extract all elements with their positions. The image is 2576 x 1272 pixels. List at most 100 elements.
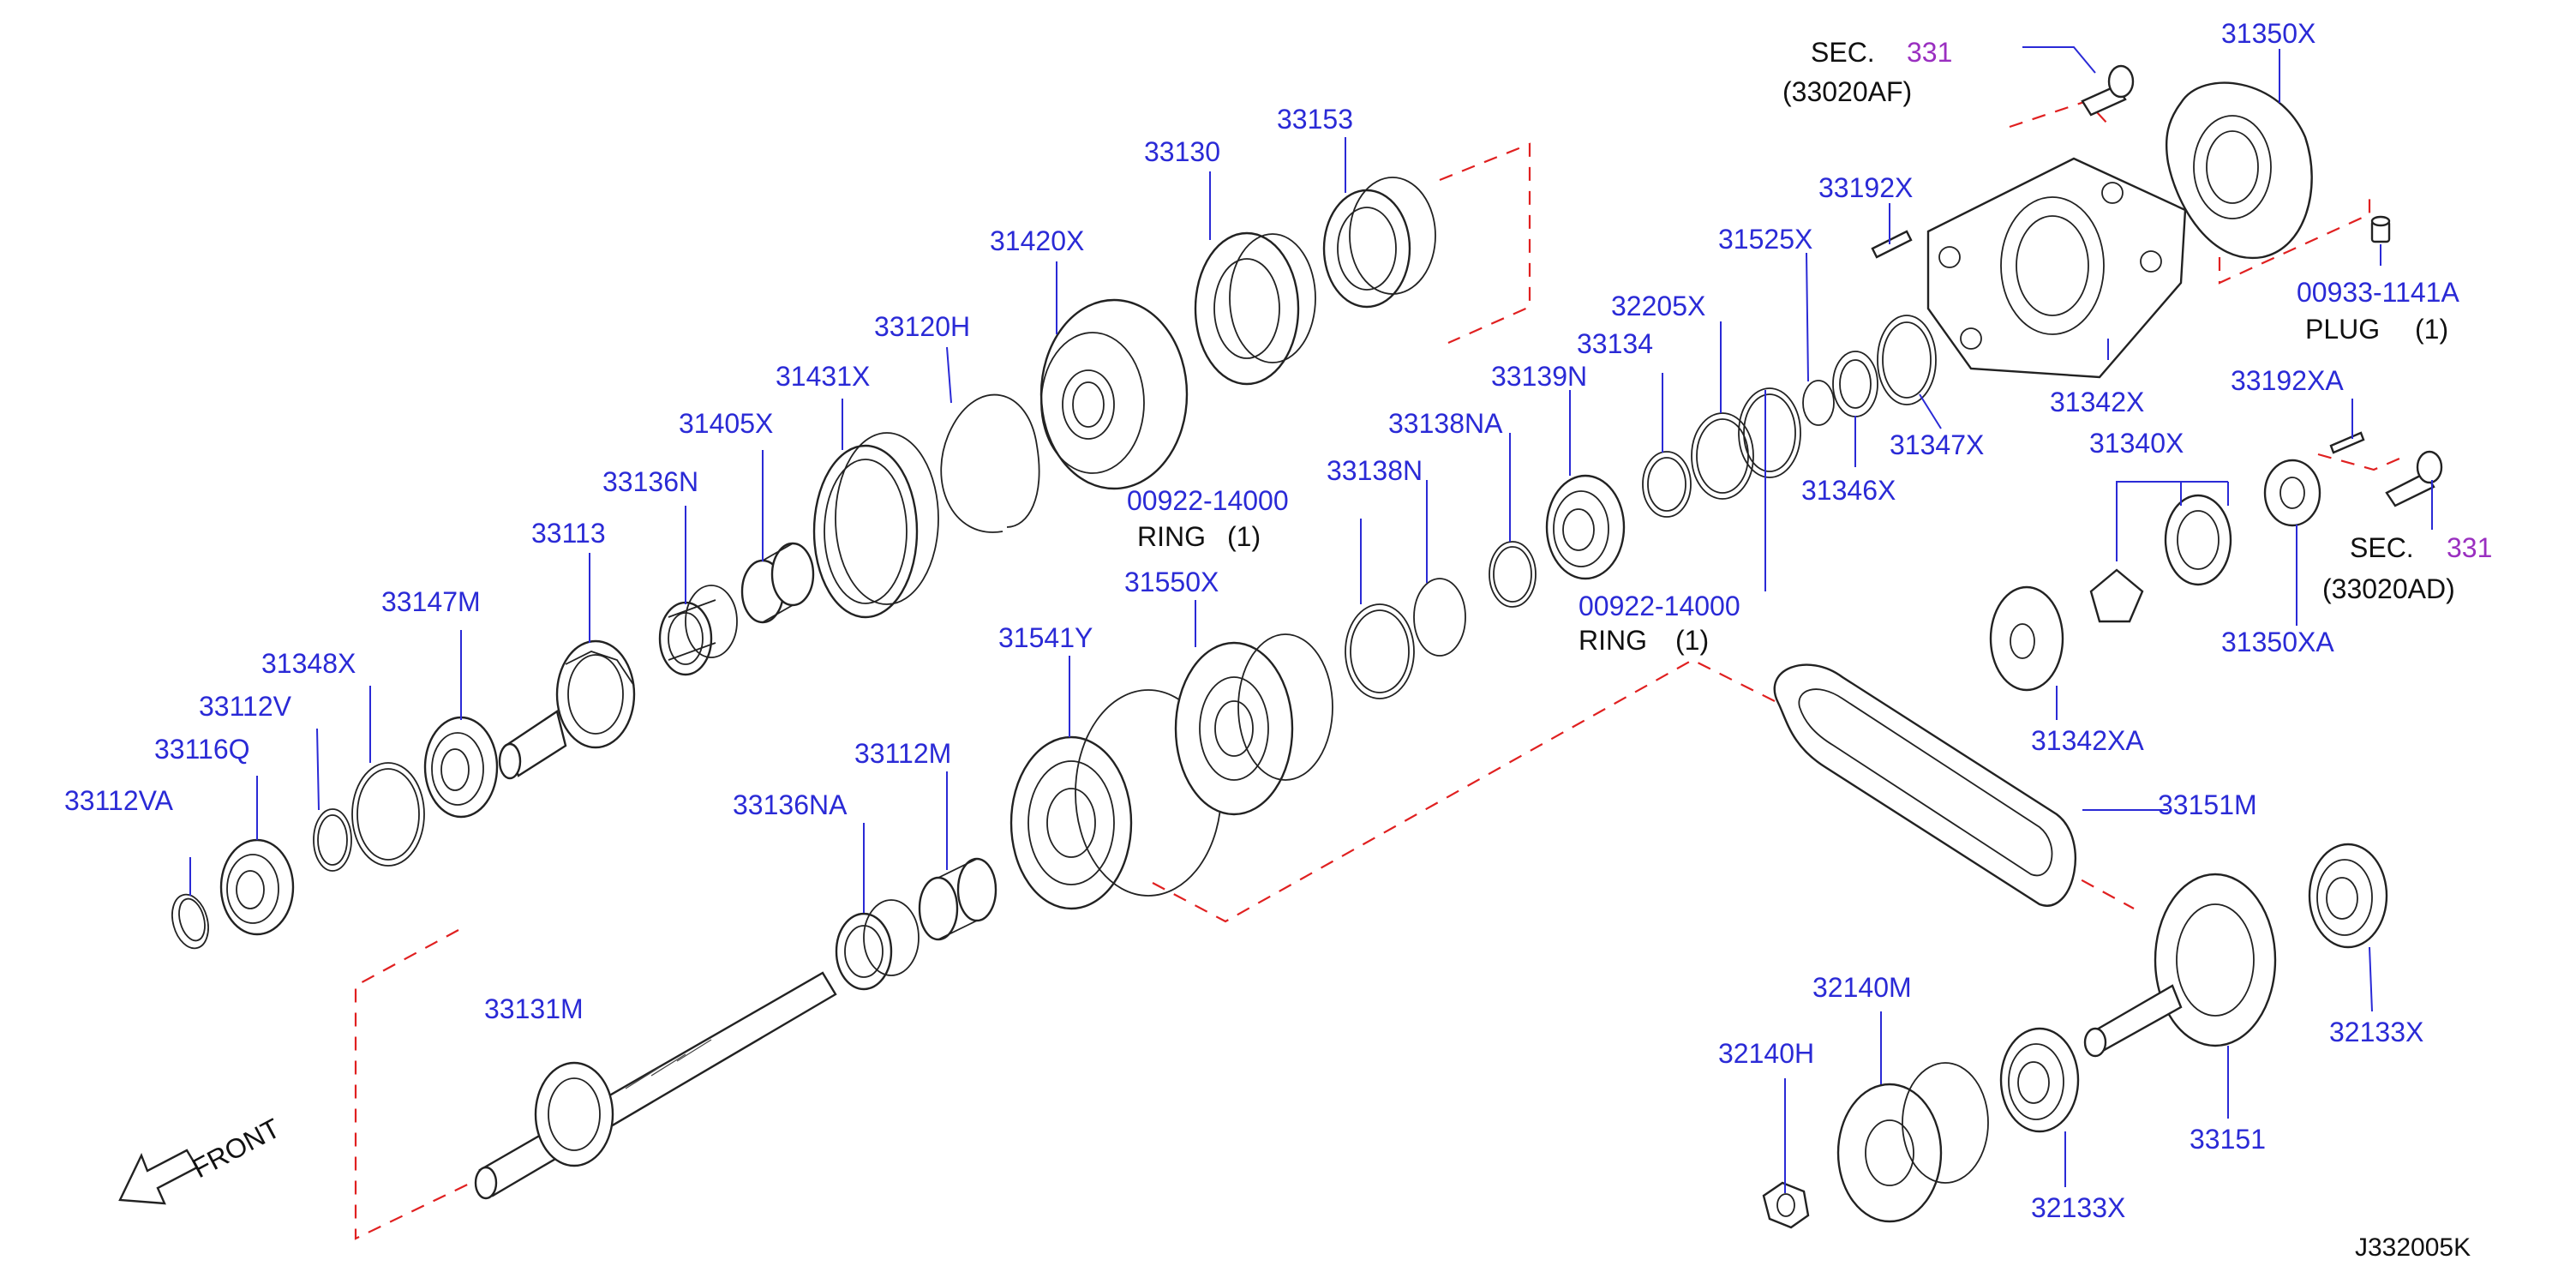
callout-31350X[interactable]: 31350X xyxy=(2221,18,2315,49)
sprocket-33151 xyxy=(2083,873,2277,1058)
section-number[interactable]: 331 xyxy=(2447,532,2492,563)
bearing-31347X xyxy=(1877,315,1937,405)
sleeve-33112M xyxy=(918,857,997,941)
callout-33138NA[interactable]: 33138NA xyxy=(1388,408,1503,439)
drum-31541Y xyxy=(1009,689,1222,910)
callout-33112M[interactable]: 33112M xyxy=(854,738,951,769)
callout-32133X-upper[interactable]: 32133X xyxy=(2329,1017,2423,1047)
bearing-32133X-upper xyxy=(2308,843,2388,949)
rotor-31340X-inner xyxy=(2089,568,2144,623)
ring-00922-14000 xyxy=(1738,387,1801,478)
plug-00933-1141A xyxy=(2370,215,2391,243)
section-code: (33020AF) xyxy=(1782,76,1912,107)
cover-31350X xyxy=(2165,81,2313,260)
callout-31525X[interactable]: 31525X xyxy=(1718,224,1812,255)
bearing-33139N xyxy=(1545,474,1626,580)
callout-31346X[interactable]: 31346X xyxy=(1801,475,1896,506)
note-ring-a: RING xyxy=(1137,521,1206,552)
snap-ring-33112VA xyxy=(171,893,209,950)
callout-00922-14000-a[interactable]: 00922-14000 xyxy=(1127,485,1289,516)
callout-00922-14000-b[interactable]: 00922-14000 xyxy=(1579,591,1740,621)
note-plug: PLUG xyxy=(2305,314,2380,345)
callout-31420X[interactable]: 31420X xyxy=(990,225,1084,256)
callout-33139N[interactable]: 33139N xyxy=(1491,361,1587,392)
callout-33136N[interactable]: 33136N xyxy=(602,466,698,497)
shaft-33113 xyxy=(498,639,636,780)
note-ring-b-qty: (1) xyxy=(1675,625,1709,656)
callout-33131M[interactable]: 33131M xyxy=(484,993,584,1024)
bearing-31346X xyxy=(1832,351,1878,417)
section-prefix: SEC. xyxy=(2350,532,2414,563)
chain-33151M xyxy=(1773,663,2076,907)
ring-31525X xyxy=(1802,380,1835,426)
rotor-31340X-outer xyxy=(2164,494,2232,586)
snap-ring-33138N xyxy=(1413,578,1466,657)
section-number[interactable]: 331 xyxy=(1907,37,1952,68)
drawing-number: J332005K xyxy=(2355,1233,2471,1262)
callout-00933-1141A[interactable]: 00933-1141A xyxy=(2297,277,2459,308)
callout-33116Q[interactable]: 33116Q xyxy=(154,734,250,765)
sleeve-33153 xyxy=(1322,177,1436,309)
callout-33147M[interactable]: 33147M xyxy=(381,586,481,617)
callout-33112VA[interactable]: 33112VA xyxy=(64,785,174,816)
front-arrow-icon xyxy=(118,1149,199,1205)
callout-32205X[interactable]: 32205X xyxy=(1611,291,1705,321)
ring-33138NA xyxy=(1489,541,1537,608)
ring-33134 xyxy=(1642,451,1692,518)
callout-32140H[interactable]: 32140H xyxy=(1718,1038,1814,1069)
bearing-33116Q xyxy=(219,838,295,936)
part-callouts: 33112VA 33116Q 33112V 31348X 33147M 3311… xyxy=(64,18,2459,1223)
callout-33120H[interactable]: 33120H xyxy=(874,311,970,342)
section-reference-lower[interactable]: SEC. 331 (33020AD) xyxy=(2322,532,2492,604)
callout-31340X[interactable]: 31340X xyxy=(2089,428,2184,459)
callout-33151M[interactable]: 33151M xyxy=(2158,789,2257,820)
note-ring-a-qty: (1) xyxy=(1227,521,1261,552)
needle-bearing-33136NA xyxy=(835,899,920,991)
drum-31550X xyxy=(1174,633,1333,816)
callout-33134[interactable]: 33134 xyxy=(1577,328,1653,359)
callout-31541Y[interactable]: 31541Y xyxy=(998,622,1093,653)
needle-bearing-33136N xyxy=(658,585,738,676)
note-ring-b: RING xyxy=(1579,625,1647,656)
callout-33138N[interactable]: 33138N xyxy=(1327,455,1423,486)
pin-33192X xyxy=(1871,230,1913,259)
callout-31350XA[interactable]: 31350XA xyxy=(2221,627,2334,657)
callout-33130[interactable]: 33130 xyxy=(1144,136,1220,167)
pin-33192XA xyxy=(2329,431,2365,454)
hub-31420X xyxy=(1039,298,1189,490)
ring-31348X xyxy=(351,762,425,867)
callout-32133X-lower[interactable]: 32133X xyxy=(2031,1192,2125,1223)
plate-31342XA xyxy=(1989,585,2064,692)
callout-33112V[interactable]: 33112V xyxy=(199,691,292,722)
callout-31431X[interactable]: 31431X xyxy=(776,361,870,392)
section-prefix: SEC. xyxy=(1811,37,1875,68)
part-notes: RING (1) RING (1) PLUG (1) xyxy=(1137,314,2448,656)
section-reference-upper[interactable]: SEC. 331 (33020AF) xyxy=(1782,37,1952,107)
ring-33138N xyxy=(1345,603,1415,699)
callout-33192XA[interactable]: 33192XA xyxy=(2231,365,2344,396)
sprocket-33130 xyxy=(1194,231,1316,386)
callout-32140M[interactable]: 32140M xyxy=(1812,972,1912,1003)
callout-31342XA[interactable]: 31342XA xyxy=(2031,725,2144,756)
ring-33112V xyxy=(313,808,352,872)
callout-31347X[interactable]: 31347X xyxy=(1890,429,1984,460)
sleeve-31405X xyxy=(740,542,815,624)
snap-ring-33120H xyxy=(940,393,1040,533)
callout-33136NA[interactable]: 33136NA xyxy=(733,789,848,820)
section-code: (33020AD) xyxy=(2322,573,2455,604)
callout-33192X[interactable]: 33192X xyxy=(1818,172,1913,203)
bearing-33147M xyxy=(423,716,499,819)
callout-31348X[interactable]: 31348X xyxy=(261,648,356,679)
note-plug-qty: (1) xyxy=(2415,314,2448,345)
shaft-33131M xyxy=(474,971,837,1200)
cover-31350XA xyxy=(2263,459,2321,527)
callout-31405X[interactable]: 31405X xyxy=(679,408,773,439)
callout-33113[interactable]: 33113 xyxy=(531,518,606,549)
callout-31550X[interactable]: 31550X xyxy=(1124,567,1219,597)
callout-33153[interactable]: 33153 xyxy=(1277,104,1353,135)
callout-31342X[interactable]: 31342X xyxy=(2050,387,2144,417)
callout-33151[interactable]: 33151 xyxy=(2190,1124,2266,1155)
bolt-section-331-lower xyxy=(2385,450,2443,507)
